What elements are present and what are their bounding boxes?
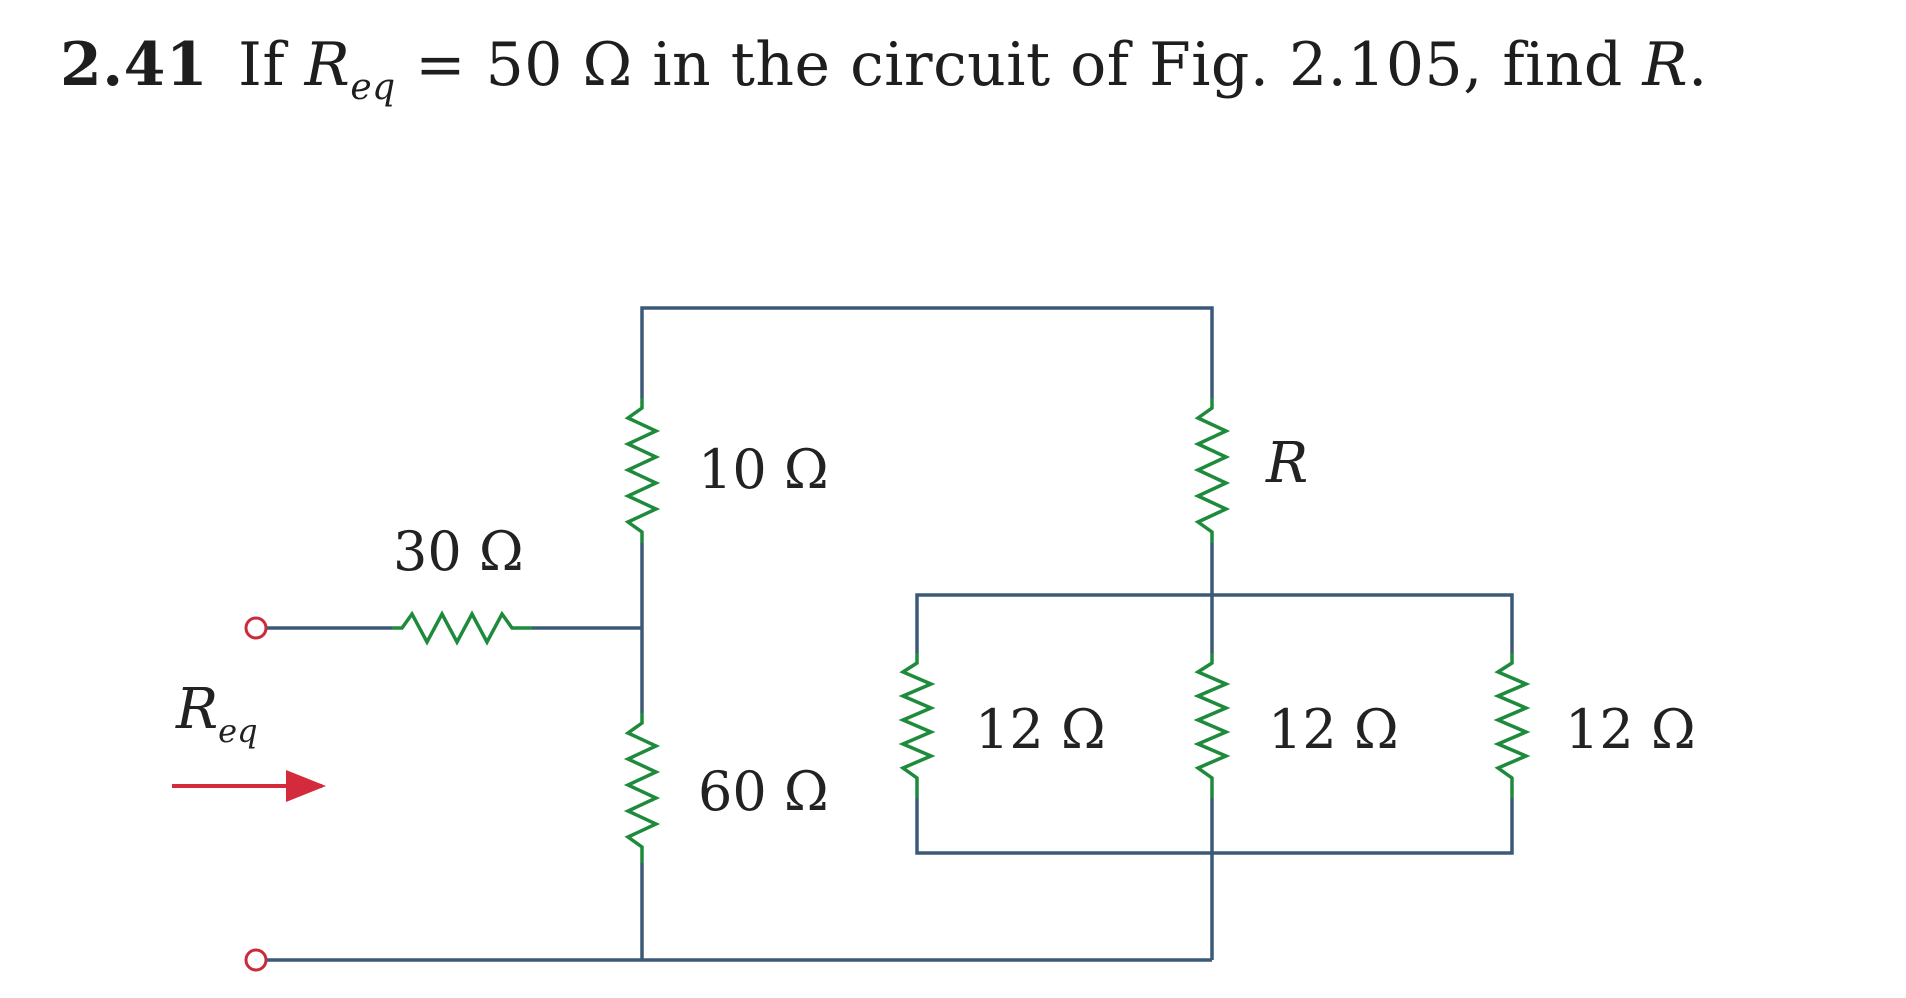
label-req: Req	[175, 677, 258, 750]
resistor-10	[623, 398, 661, 543]
req-symbol: R	[304, 30, 351, 100]
terminal-top	[244, 616, 268, 640]
problem-statement: 2.41 If Req = 50 Ω in the circuit of Fig.…	[60, 30, 1708, 108]
resistor-12-mid	[1193, 653, 1231, 798]
terminal-bottom	[244, 948, 268, 972]
problem-period: .	[1688, 30, 1708, 100]
label-req-main: R	[175, 677, 218, 742]
resistor-60	[623, 713, 661, 863]
wire-box-top	[915, 593, 1514, 653]
label-R: R	[1265, 431, 1308, 496]
req-subscript: eq	[350, 67, 396, 108]
wire-box-bottom	[915, 798, 1514, 855]
resistor-12-left	[898, 653, 936, 798]
wire-top-loop	[640, 306, 1214, 398]
label-60-ohm: 60 Ω	[698, 760, 829, 823]
resistor-12-right	[1493, 653, 1531, 798]
resistor-R	[1193, 398, 1231, 543]
label-12-ohm-mid: 12 Ω	[1268, 698, 1399, 761]
label-30-ohm: 30 Ω	[393, 520, 524, 583]
label-12-ohm-right: 12 Ω	[1565, 698, 1696, 761]
problem-number: 2.41	[60, 30, 209, 100]
wires	[266, 306, 1514, 962]
resistor-30	[392, 610, 532, 646]
circuit-labels: 30 Ω 10 Ω 60 Ω R 12 Ω 12 Ω 12 Ω Req	[175, 431, 1696, 823]
r-symbol: R	[1642, 30, 1689, 100]
resistors	[392, 398, 1531, 863]
problem-text-if: If	[238, 30, 286, 100]
problem-text-middle: = 50 Ω in the circuit of Fig. 2.105, fin…	[415, 30, 1623, 100]
label-req-sub: eq	[218, 712, 257, 750]
label-12-ohm-left: 12 Ω	[975, 698, 1106, 761]
label-10-ohm: 10 Ω	[698, 438, 829, 501]
